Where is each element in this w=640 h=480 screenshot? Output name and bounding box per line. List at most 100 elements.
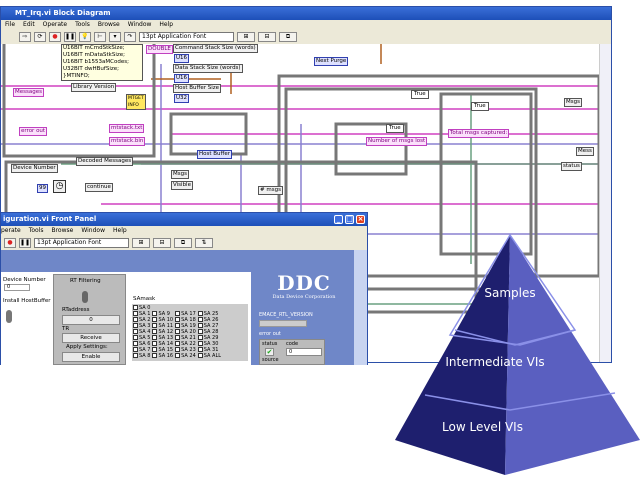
checkbox-box[interactable] <box>133 323 138 328</box>
host-buffer-ring[interactable]: Host Buffer <box>197 150 232 159</box>
checkbox-box[interactable] <box>197 341 203 346</box>
samask-checkbox[interactable]: SA 9 <box>152 311 173 317</box>
checkbox-box[interactable] <box>197 317 203 322</box>
rtaddress-select[interactable]: 0 <box>62 315 120 325</box>
menu-operate[interactable]: perate <box>1 227 21 234</box>
mtstack-txt-constant[interactable]: mtstack.txt <box>109 124 145 133</box>
step-over-icon[interactable]: ↷ <box>124 31 136 42</box>
samask-checkbox[interactable]: SA 23 <box>175 347 196 353</box>
reorder-icon[interactable]: ⇅ <box>195 237 213 248</box>
checkbox-box[interactable] <box>197 311 203 316</box>
samask-checkbox[interactable]: SA 17 <box>175 311 196 317</box>
samask-checkbox[interactable]: SA 0 <box>133 305 150 311</box>
samask-checkbox[interactable]: SA 8 <box>133 353 150 359</box>
install-hostbuffer-toggle[interactable] <box>6 310 12 323</box>
checkbox-box[interactable] <box>152 323 158 328</box>
run-continuous-icon[interactable]: ⟳ <box>34 31 46 42</box>
align-icon[interactable]: ⊞ <box>132 237 150 248</box>
highlight-icon[interactable]: 💡 <box>79 31 91 42</box>
checkbox-box[interactable] <box>133 311 138 316</box>
samask-checkbox[interactable]: SA 29 <box>197 335 221 341</box>
reorder-icon[interactable]: ⧉ <box>279 31 297 42</box>
samask-checkbox[interactable]: SA 7 <box>133 347 150 353</box>
distribute-icon[interactable]: ⊟ <box>153 237 171 248</box>
vertical-scrollbar[interactable] <box>354 250 367 365</box>
double-constant[interactable]: DOUBLE <box>146 45 173 54</box>
menu-operate[interactable]: Operate <box>42 21 68 28</box>
checkbox-box[interactable] <box>175 323 181 328</box>
error-out-indicator[interactable]: error out <box>19 127 48 136</box>
tr-select[interactable]: Receive <box>62 333 120 343</box>
maximize-button[interactable]: □ <box>345 215 354 224</box>
font-select[interactable]: 13pt Application Font <box>34 237 129 248</box>
data-stack-indicator[interactable]: U16 <box>174 74 190 83</box>
host-buf-size-indicator[interactable]: U32 <box>174 94 190 103</box>
samask-checkbox[interactable]: SA 16 <box>152 353 173 359</box>
checkbox-box[interactable] <box>152 341 158 346</box>
samask-checkbox[interactable]: SA 2 <box>133 317 150 323</box>
align-icon[interactable]: ⊞ <box>237 31 255 42</box>
menu-tools[interactable]: Tools <box>75 21 90 28</box>
samask-checkbox[interactable]: SA 18 <box>175 317 196 323</box>
checkbox-box[interactable] <box>133 347 138 352</box>
checkbox-box[interactable] <box>175 329 181 334</box>
samask-checkbox[interactable]: SA 31 <box>197 347 221 353</box>
samask-checkbox[interactable]: SA 12 <box>152 329 173 335</box>
samask-checkbox[interactable]: SA 27 <box>197 323 221 329</box>
checkbox-box[interactable] <box>152 317 158 322</box>
resize-icon[interactable]: ⧉ <box>174 237 192 248</box>
samask-checkbox[interactable]: SA 25 <box>197 311 221 317</box>
samask-checkbox[interactable]: SA 19 <box>175 323 196 329</box>
samask-checkbox[interactable]: SA 26 <box>197 317 221 323</box>
samask-checkbox[interactable]: SA 13 <box>152 335 173 341</box>
block-diagram-titlebar[interactable]: MT_Irq.vi Block Diagram <box>1 7 611 20</box>
menu-help[interactable]: Help <box>113 227 127 234</box>
run-arrow-icon[interactable]: ⇨ <box>19 31 31 42</box>
checkbox-box[interactable] <box>175 311 181 316</box>
next-purge-ring[interactable]: Next Purge <box>314 57 349 66</box>
menu-window[interactable]: Window <box>127 21 152 28</box>
checkbox-box[interactable] <box>152 353 158 358</box>
checkbox-box[interactable] <box>197 323 203 328</box>
checkbox-box[interactable] <box>152 335 158 340</box>
samask-checkbox[interactable]: SA 6 <box>133 341 150 347</box>
checkbox-box[interactable] <box>152 329 158 334</box>
checkbox-box[interactable] <box>133 317 138 322</box>
case-selector-true[interactable]: True <box>471 102 489 111</box>
cmd-stack-indicator[interactable]: U16 <box>174 54 190 63</box>
checkbox-box[interactable] <box>133 353 138 358</box>
minimize-button[interactable]: _ <box>334 215 343 224</box>
samask-checkbox[interactable]: SA 22 <box>175 341 196 347</box>
checkbox-box[interactable] <box>175 335 181 340</box>
abort-icon[interactable]: ● <box>4 237 16 248</box>
samask-checkbox[interactable]: SA 5 <box>133 335 150 341</box>
case-selector-true[interactable]: True <box>411 90 429 99</box>
device-number-input[interactable]: 0 <box>4 284 30 291</box>
checkbox-box[interactable] <box>152 311 158 316</box>
front-panel-titlebar[interactable]: iguration.vi Front Panel _ □ × <box>1 213 367 226</box>
checkbox-box[interactable] <box>133 335 138 340</box>
menu-browse[interactable]: Browse <box>51 227 74 234</box>
samask-checkbox[interactable]: SA 10 <box>152 317 173 323</box>
checkbox-box[interactable] <box>197 335 203 340</box>
samask-checkbox[interactable]: SA 21 <box>175 335 196 341</box>
mtstack-bin-constant[interactable]: mtstack.bin <box>109 137 146 146</box>
samask-checkbox[interactable]: SA 3 <box>133 323 150 329</box>
samask-checkbox[interactable]: SA 14 <box>152 341 173 347</box>
checkbox-box[interactable] <box>197 353 203 358</box>
abort-icon[interactable]: ● <box>49 31 61 42</box>
rt-filtering-toggle[interactable] <box>82 291 88 303</box>
checkbox-box[interactable] <box>175 347 181 352</box>
samask-checkbox[interactable]: SA 28 <box>197 329 221 335</box>
vertical-scrollbar[interactable] <box>599 44 611 362</box>
samask-checkbox[interactable]: SA 1 <box>133 311 150 317</box>
menu-tools[interactable]: Tools <box>28 227 44 234</box>
samask-checkbox[interactable]: SA 11 <box>152 323 173 329</box>
ms-constant[interactable]: 99 <box>37 184 48 193</box>
checkbox-box[interactable] <box>152 347 158 352</box>
checkbox-box[interactable] <box>175 317 181 322</box>
close-button[interactable]: × <box>356 215 365 224</box>
samask-checkbox[interactable]: SA ALL <box>197 353 221 359</box>
samask-checkbox[interactable]: SA 15 <box>152 347 173 353</box>
checkbox-box[interactable] <box>133 341 138 346</box>
